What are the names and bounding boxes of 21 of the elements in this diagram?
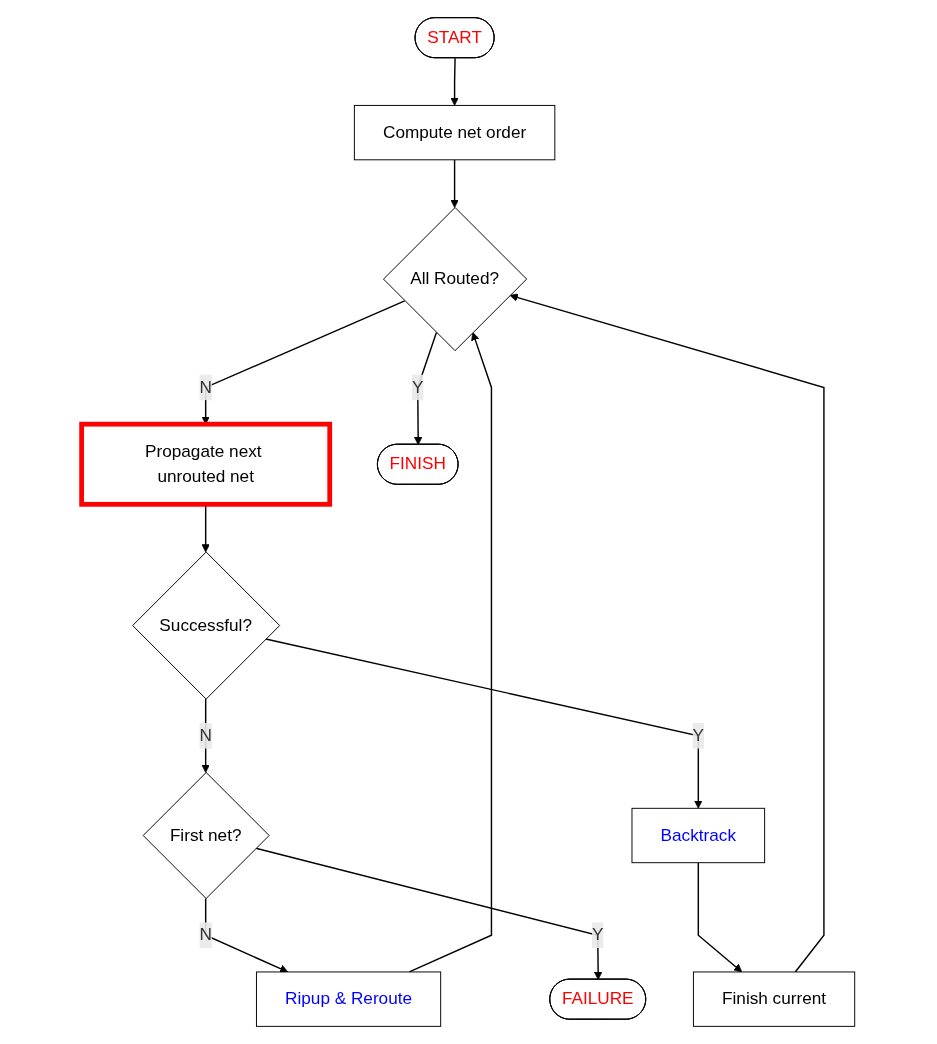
edge-label: Y	[412, 377, 424, 397]
node-box	[79, 421, 333, 507]
arrow	[255, 847, 603, 980]
node-box	[256, 971, 442, 1027]
arrow	[265, 638, 703, 809]
arrow	[450, 57, 460, 106]
edge-label: N	[199, 725, 213, 745]
arrow	[450, 159, 460, 208]
node-box	[354, 104, 556, 161]
node-box	[693, 971, 856, 1027]
arrow	[697, 861, 743, 973]
node-diamond	[132, 551, 281, 700]
edge-label: N	[199, 925, 213, 945]
arrow	[509, 293, 825, 973]
edge-label: Y	[592, 925, 604, 945]
node-box	[631, 807, 766, 864]
edge-label: N	[199, 377, 213, 397]
node-diamond	[383, 207, 528, 352]
flowchart: N Y N Y N Y START Compute net order All Routed? Propagate next unrouted net FINISH Successful? First net? Backtrack Ripup & Reroute FAILURE Finish current	[74, 10, 863, 1034]
node-diamond	[143, 772, 270, 899]
edge-label: Y	[692, 725, 705, 745]
